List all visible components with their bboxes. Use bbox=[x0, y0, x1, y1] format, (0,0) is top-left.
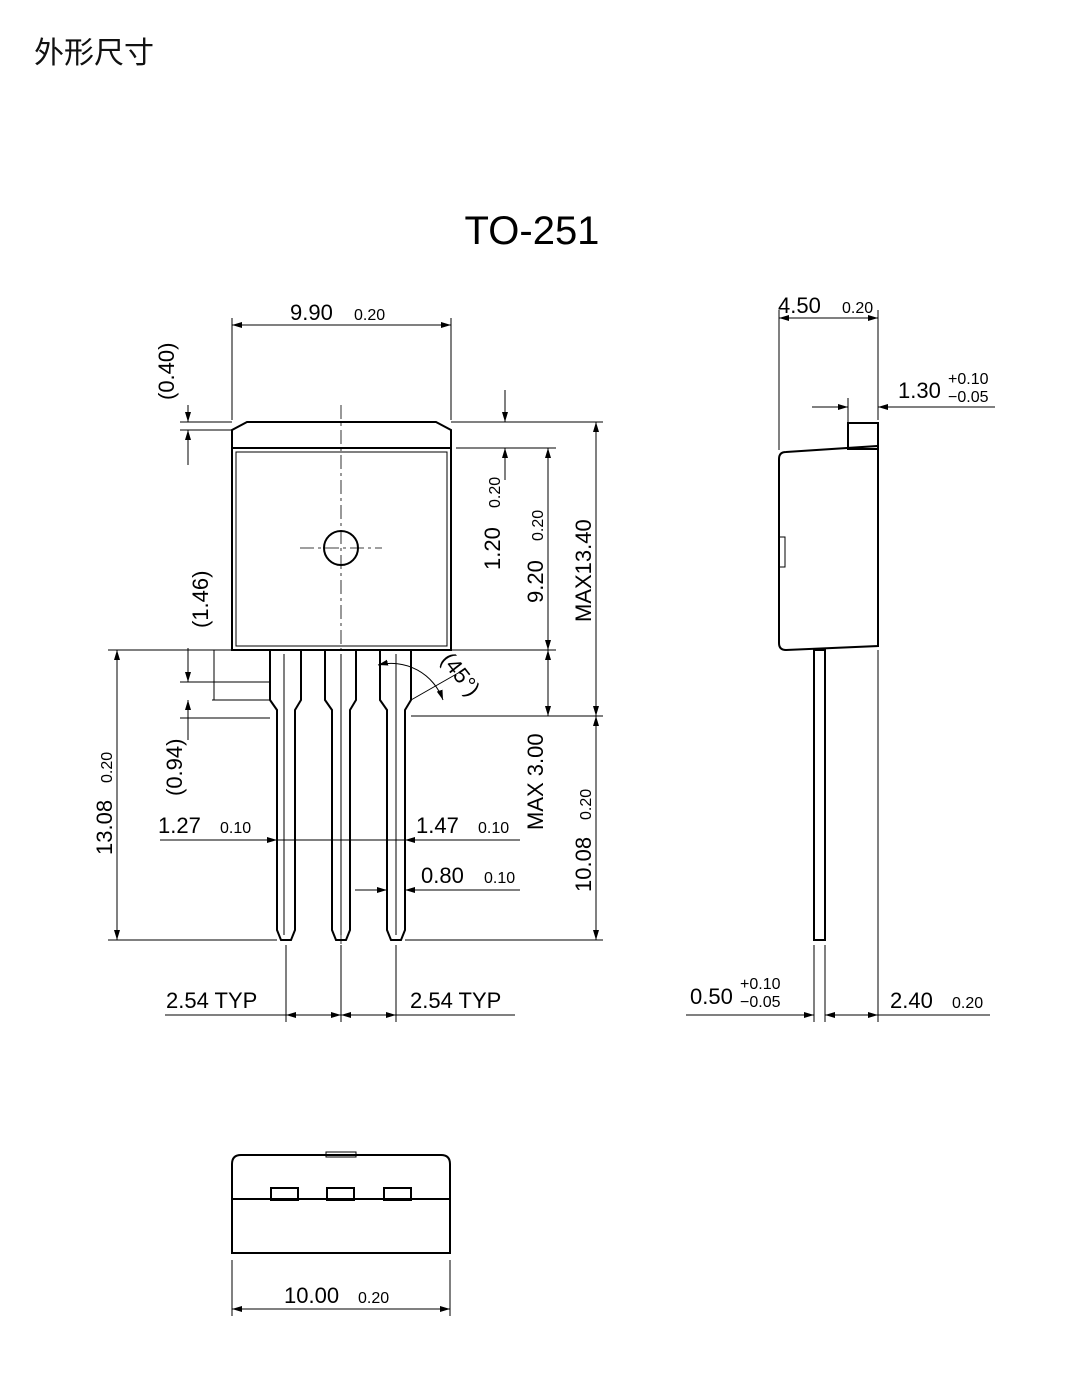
dim-pitch-right: 2.54 TYP bbox=[410, 988, 501, 1013]
dim-side-thickness-tol: 0.20 bbox=[842, 300, 873, 317]
page-heading: 外形尺寸 bbox=[34, 36, 154, 71]
dim-pitch-left: 2.54 TYP bbox=[166, 988, 257, 1013]
dim-tab-step: (0.40) bbox=[154, 343, 179, 400]
dim-lead-width-left-tol: 0.10 bbox=[220, 820, 251, 837]
dim-max-stub: MAX 3.00 bbox=[523, 733, 548, 830]
dim-lead-thickness-tol-minus: −0.05 bbox=[740, 994, 781, 1011]
dim-tab-thickness-tol-minus: −0.05 bbox=[948, 389, 989, 406]
bottom-top-notch bbox=[325, 1151, 357, 1158]
package-title: TO-251 bbox=[465, 209, 600, 253]
dim-bottom-width-tol: 0.20 bbox=[358, 1290, 389, 1307]
front-body-outline bbox=[231, 447, 452, 651]
dim-lead-length-tol: 0.20 bbox=[578, 789, 595, 820]
dim-lead-thickness: 0.50 bbox=[690, 984, 733, 1009]
side-lead bbox=[813, 649, 826, 941]
bottom-lead-right bbox=[383, 1187, 412, 1201]
lead-right bbox=[379, 650, 412, 941]
bottom-lead-left bbox=[270, 1187, 299, 1201]
side-tab bbox=[847, 422, 879, 450]
dim-tab-thickness-tol-plus: +0.10 bbox=[948, 371, 989, 388]
front-view: 9.90 0.20 (0.40) 1.20 0.20 9.20 0.20 MAX… bbox=[92, 300, 603, 1022]
bottom-body-outline bbox=[231, 1154, 451, 1254]
dim-tab-height: 1.20 bbox=[480, 527, 505, 570]
dim-angle: (45°) bbox=[436, 648, 485, 701]
dim-body-height: 9.20 bbox=[523, 560, 548, 603]
front-body-inner bbox=[235, 451, 448, 647]
front-tab-outline bbox=[231, 421, 452, 448]
dim-lead-width-left: 1.27 bbox=[158, 813, 201, 838]
dim-lead-shoulder: (1.46) bbox=[188, 571, 213, 628]
side-body-outline bbox=[778, 444, 879, 652]
dim-top-width: 9.90 bbox=[290, 300, 333, 325]
dim-tab-thickness: 1.30 bbox=[898, 378, 941, 403]
dim-bottom-width: 10.00 bbox=[284, 1283, 339, 1308]
lead-center bbox=[324, 650, 357, 941]
bottom-view: 10.00 0.20 bbox=[231, 1151, 451, 1316]
dim-lead-thickness-tol-plus: +0.10 bbox=[740, 976, 781, 993]
side-body-notch bbox=[778, 536, 786, 568]
bottom-lead-center bbox=[326, 1187, 355, 1201]
dim-lead-thin-tol: 0.10 bbox=[484, 870, 515, 887]
dim-tab-height-tol: 0.20 bbox=[487, 477, 504, 508]
dim-side-thickness: 4.50 bbox=[778, 293, 821, 318]
dim-lead-width-right: 1.47 bbox=[416, 813, 459, 838]
dim-top-width-tol: 0.20 bbox=[354, 307, 385, 324]
dim-total-lead: 13.08 bbox=[92, 800, 117, 855]
dim-lead-offset: 2.40 bbox=[890, 988, 933, 1013]
dim-lead-neck: (0.94) bbox=[162, 739, 187, 796]
dim-lead-length: 10.08 bbox=[571, 837, 596, 892]
dim-lead-width-right-tol: 0.10 bbox=[478, 820, 509, 837]
dim-max-height: MAX13.40 bbox=[571, 519, 596, 622]
lead-left bbox=[269, 650, 302, 941]
dim-lead-offset-tol: 0.20 bbox=[952, 995, 983, 1012]
dim-total-lead-tol: 0.20 bbox=[99, 752, 116, 783]
dim-lead-thin: 0.80 bbox=[421, 863, 464, 888]
dim-body-height-tol: 0.20 bbox=[530, 510, 547, 541]
side-view: 4.50 0.20 1.30 +0.10 −0.05 0.50 +0.10 −0… bbox=[686, 293, 995, 1022]
